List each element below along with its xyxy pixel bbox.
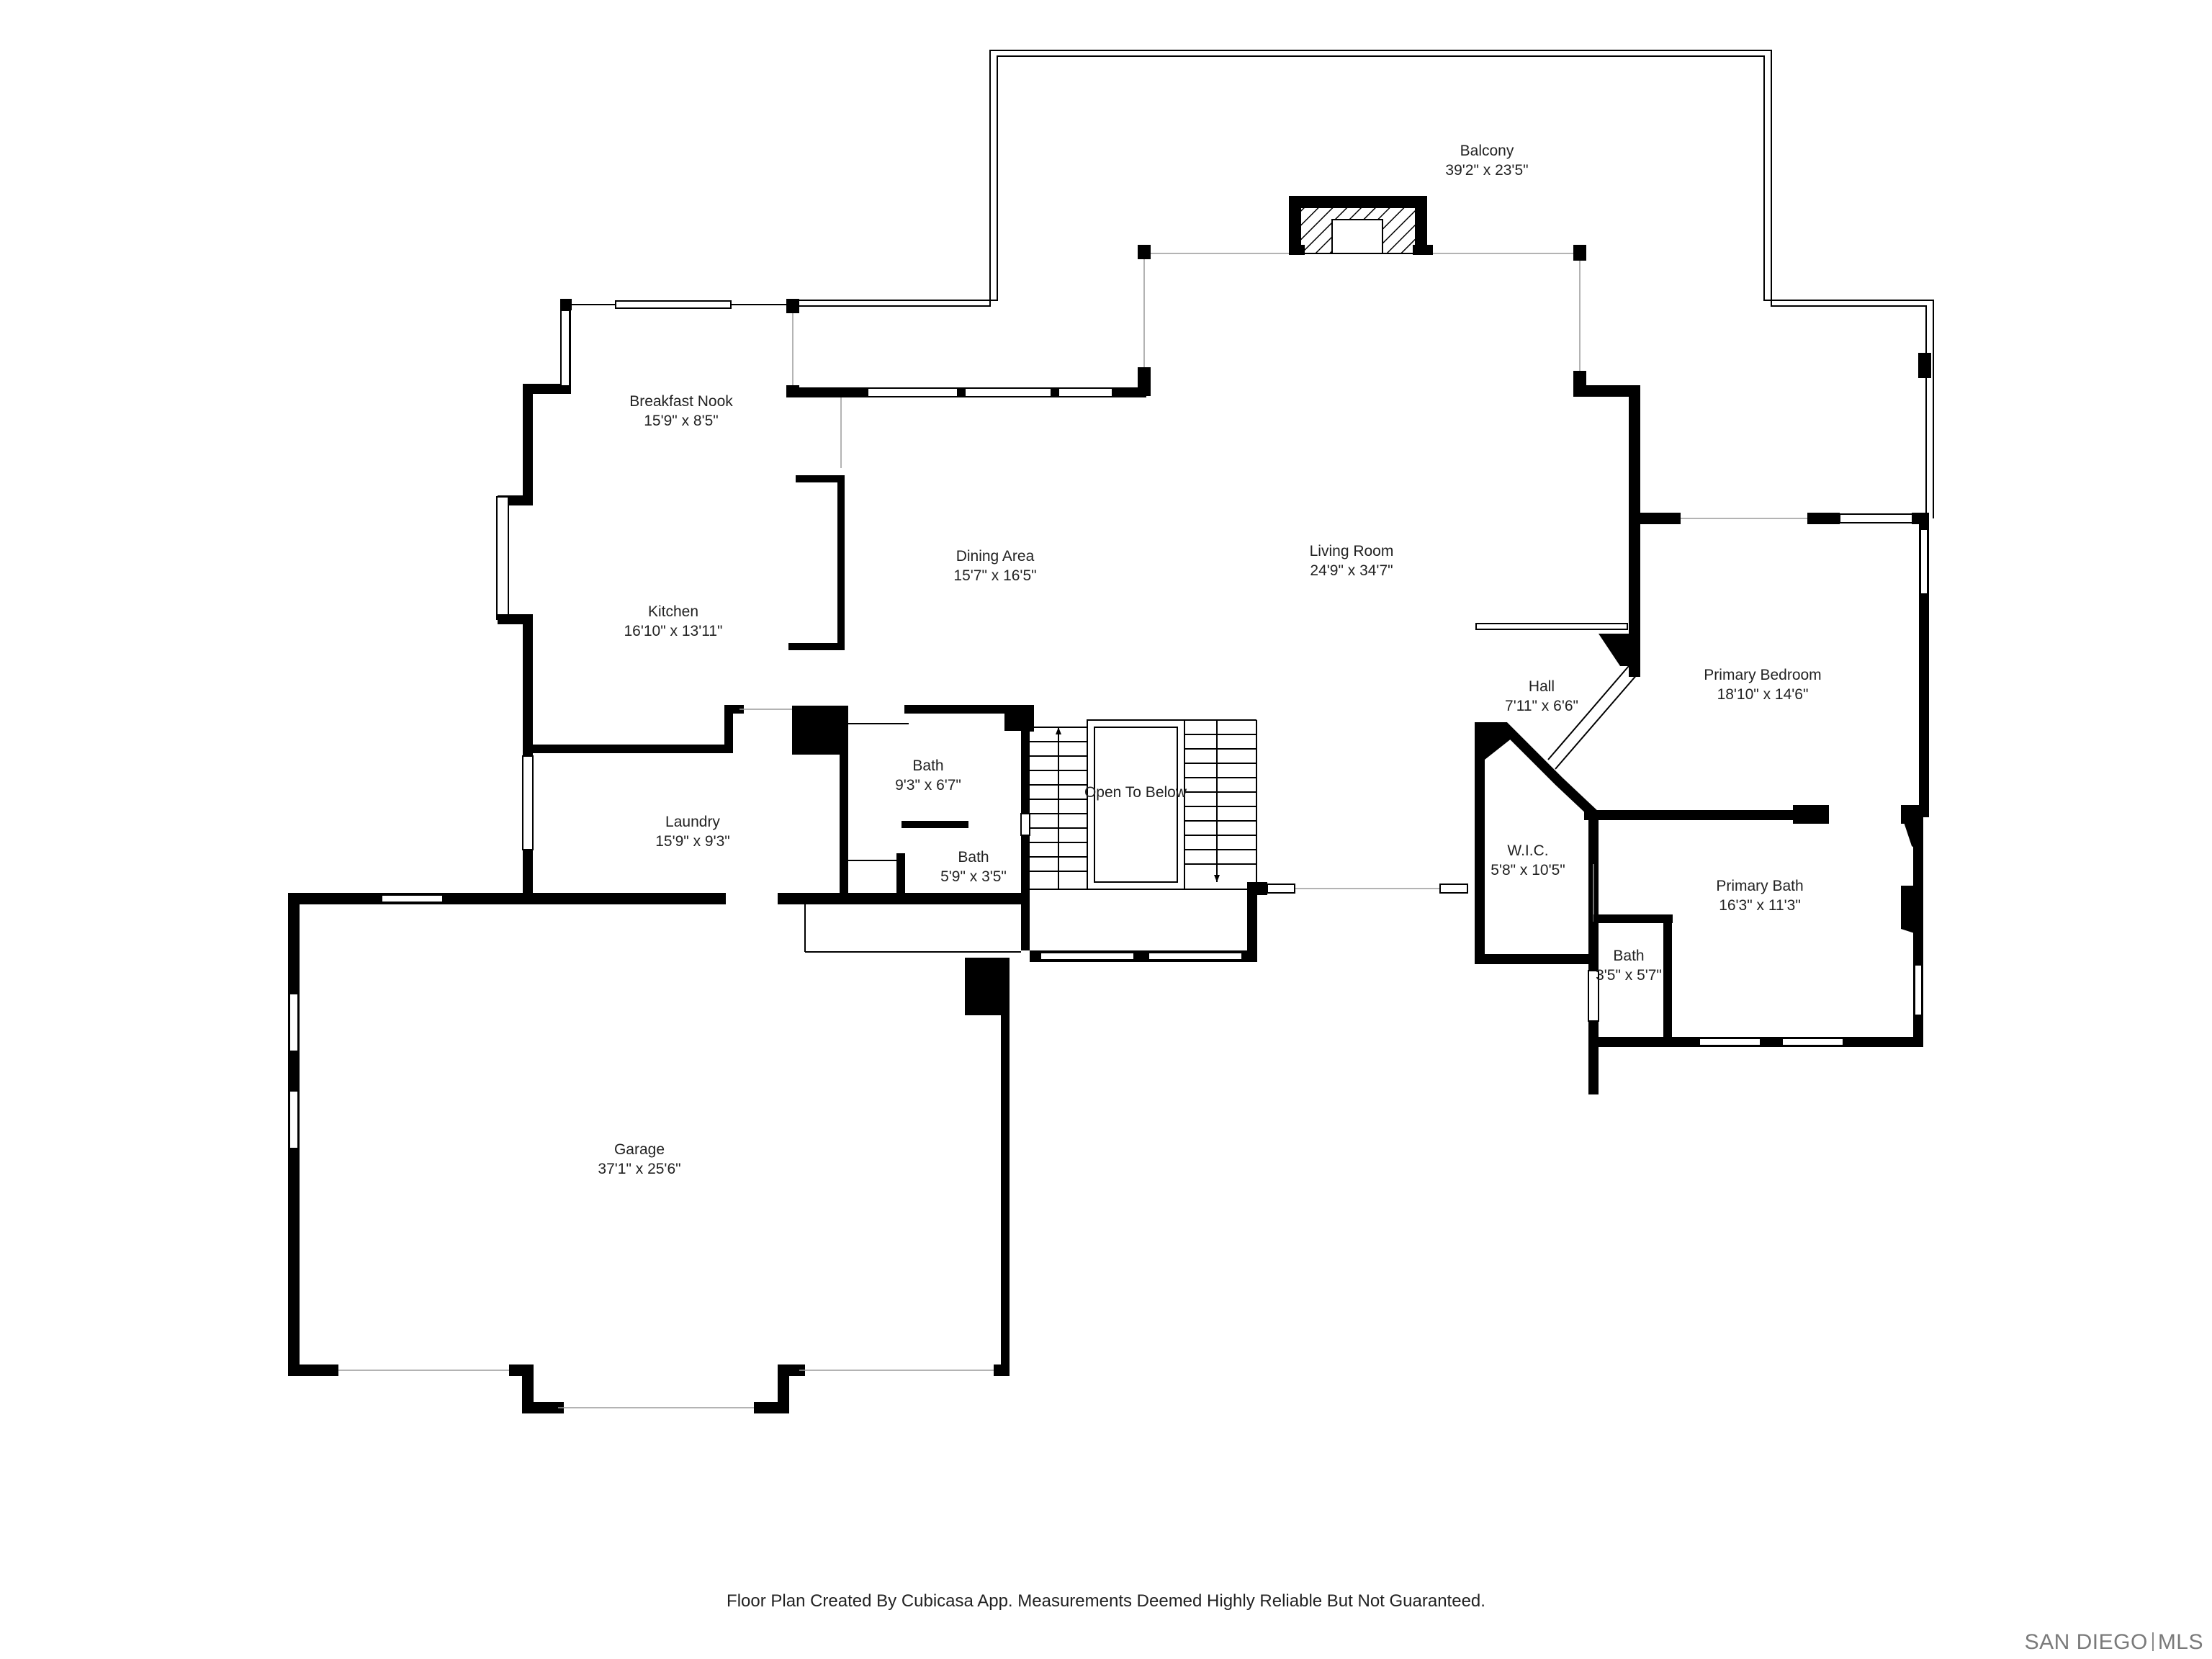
svg-text:16'10" x 13'11": 16'10" x 13'11" [624, 623, 723, 639]
stairs [1030, 719, 1257, 893]
wic-walls [1475, 722, 1923, 1094]
svg-text:Bath: Bath [958, 849, 989, 866]
room-label-garage: Garage 37'1" x 25'6" [598, 1141, 680, 1177]
room-labels: Balcony 39'2" x 23'5" Breakfast Nook 15'… [598, 143, 1821, 1177]
primary-bedroom-walls [1629, 353, 1931, 817]
room-label-dining-area: Dining Area 15'7" x 16'5" [953, 548, 1036, 584]
room-label-breakfast-nook: Breakfast Nook 15'9" x 8'5" [629, 393, 733, 429]
svg-text:Dining Area: Dining Area [956, 548, 1035, 565]
svg-text:16'3" x 11'3": 16'3" x 11'3" [1719, 897, 1801, 914]
bath-walls [840, 705, 1034, 896]
room-label-kitchen: Kitchen 16'10" x 13'11" [624, 603, 723, 639]
svg-text:15'9" x 9'3": 15'9" x 9'3" [655, 833, 730, 850]
room-label-hall: Hall 7'11" x 6'6" [1505, 678, 1578, 714]
svg-text:Garage: Garage [614, 1141, 665, 1158]
svg-text:Primary Bath: Primary Bath [1716, 878, 1803, 894]
svg-text:Breakfast Nook: Breakfast Nook [629, 393, 733, 410]
open-to-below-label: Open To Below [1084, 784, 1187, 801]
svg-text:15'7" x 16'5": 15'7" x 16'5" [953, 567, 1036, 584]
room-label-bath-1: Bath 9'3" x 6'7" [895, 757, 961, 793]
svg-text:24'9" x 34'7": 24'9" x 34'7" [1310, 562, 1393, 579]
svg-text:Bath: Bath [1613, 948, 1644, 964]
landing-walls [1030, 882, 1468, 962]
logo-right-text: MLS [2157, 1630, 2203, 1654]
room-label-balcony: Balcony 39'2" x 23'5" [1445, 143, 1528, 179]
svg-text:Primary Bedroom: Primary Bedroom [1704, 667, 1821, 683]
balcony-railing [792, 50, 1934, 518]
kitchen-island [788, 475, 845, 650]
svg-text:5'9" x 3'5": 5'9" x 3'5" [940, 868, 1007, 885]
svg-text:W.I.C.: W.I.C. [1507, 842, 1548, 859]
room-label-wic: W.I.C. 5'8" x 10'5" [1491, 842, 1565, 878]
garage-top-wall [288, 893, 1030, 953]
garage-walls [288, 893, 1010, 1413]
svg-text:37'1" x 25'6": 37'1" x 25'6" [598, 1161, 680, 1177]
svg-text:18'10" x 14'6": 18'10" x 14'6" [1717, 686, 1809, 703]
room-label-primary-bedroom: Primary Bedroom 18'10" x 14'6" [1704, 667, 1821, 703]
svg-text:7'11" x 6'6": 7'11" x 6'6" [1505, 698, 1578, 714]
room-label-bath-2: Bath 5'9" x 3'5" [940, 849, 1007, 885]
breakfast-nook-walls [496, 299, 1146, 754]
svg-text:Laundry: Laundry [665, 814, 720, 830]
fireplace [1289, 196, 1433, 255]
logo-separator [2152, 1632, 2154, 1651]
svg-text:Kitchen: Kitchen [648, 603, 698, 620]
svg-text:Hall: Hall [1529, 678, 1555, 695]
svg-text:15'9" x 8'5": 15'9" x 8'5" [644, 413, 719, 429]
logo-left-text: SAN DIEGO [2024, 1630, 2148, 1654]
svg-text:Balcony: Balcony [1460, 143, 1514, 159]
svg-text:39'2" x 23'5": 39'2" x 23'5" [1445, 162, 1528, 179]
room-label-laundry: Laundry 15'9" x 9'3" [655, 814, 730, 850]
svg-text:3'5" x 5'7": 3'5" x 5'7" [1596, 967, 1662, 984]
footer-disclaimer: Floor Plan Created By Cubicasa App. Meas… [727, 1591, 1485, 1611]
san-diego-mls-logo: SAN DIEGO MLS [2025, 1630, 2203, 1655]
kitchen-laundry-walls [522, 705, 848, 893]
svg-text:Living Room: Living Room [1310, 543, 1394, 559]
svg-text:5'8" x 10'5": 5'8" x 10'5" [1491, 862, 1565, 878]
hall-walls [1475, 518, 1640, 770]
svg-text:9'3" x 6'7": 9'3" x 6'7" [895, 777, 961, 793]
living-room-walls [1138, 245, 1640, 518]
room-label-bath-3: Bath 3'5" x 5'7" [1596, 948, 1662, 984]
svg-text:Bath: Bath [912, 757, 943, 774]
room-label-primary-bath: Primary Bath 16'3" x 11'3" [1716, 878, 1803, 914]
room-label-living-room: Living Room 24'9" x 34'7" [1310, 543, 1394, 579]
